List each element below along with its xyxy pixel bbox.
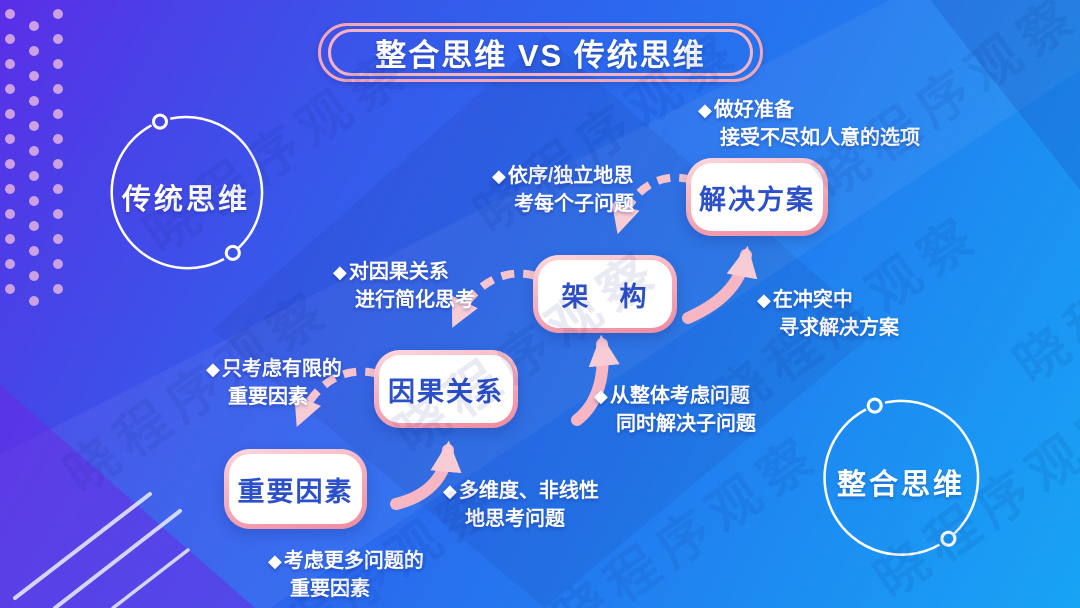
dot bbox=[29, 71, 39, 81]
dot bbox=[5, 284, 15, 294]
node-label: 因果关系 bbox=[388, 376, 504, 407]
dot bbox=[5, 34, 15, 44]
dot bbox=[29, 96, 39, 106]
dot bbox=[53, 259, 63, 269]
right-circle-outline bbox=[823, 397, 980, 556]
dot bbox=[53, 209, 63, 219]
dot bbox=[53, 159, 63, 169]
annotation-line2: 地思考问题 bbox=[465, 508, 565, 530]
dot bbox=[29, 121, 39, 131]
annotation-conflict-solution: ◆在冲突中 寻求解决方案 bbox=[757, 286, 899, 342]
dot bbox=[29, 221, 39, 231]
dot bbox=[53, 9, 63, 19]
annotation-line1: 做好准备 bbox=[713, 99, 794, 121]
dot bbox=[5, 109, 15, 119]
annotation-line1: 多维度、非线性 bbox=[458, 480, 599, 502]
node-causal-relations: 因果关系 bbox=[374, 350, 518, 428]
ring-icon bbox=[152, 113, 168, 130]
node-label: 架 构 bbox=[561, 281, 649, 312]
dot bbox=[29, 146, 39, 156]
dot bbox=[5, 209, 15, 219]
dot bbox=[5, 9, 15, 19]
dot bbox=[29, 271, 39, 281]
dot bbox=[5, 134, 15, 144]
annotation-line1: 只考虑有限的 bbox=[221, 358, 342, 380]
dot bbox=[53, 34, 63, 44]
annotation-line1: 对因果关系 bbox=[348, 261, 449, 283]
annotation-line2: 重要因素 bbox=[228, 386, 308, 408]
annotation-simplified-causal: ◆对因果关系 进行简化思考 bbox=[333, 258, 475, 314]
dot bbox=[29, 296, 39, 306]
dot bbox=[29, 196, 39, 206]
annotation-more-factors: ◆考虑更多问题的 重要因素 bbox=[268, 547, 424, 603]
ring-icon bbox=[224, 244, 241, 261]
left-circle-outline bbox=[110, 113, 264, 270]
annotation-line2: 考每个子问题 bbox=[514, 193, 634, 215]
solid-arrow-causal-to-structure bbox=[571, 334, 620, 426]
dot bbox=[5, 184, 15, 194]
title-pill: 整合思维 VS 传统思维 bbox=[318, 23, 763, 82]
dot bbox=[5, 59, 15, 69]
annotation-line2: 重要因素 bbox=[290, 578, 370, 600]
diamond-bullet-icon: ◆ bbox=[206, 359, 220, 379]
dot bbox=[53, 59, 63, 69]
annotation-line2: 寻求解决方案 bbox=[779, 317, 899, 339]
dot bbox=[5, 259, 15, 269]
node-label: 重要因素 bbox=[237, 476, 354, 507]
dot bbox=[29, 171, 39, 181]
diamond-bullet-icon: ◆ bbox=[268, 551, 282, 571]
dot bbox=[53, 109, 63, 119]
dashed-arrows bbox=[294, 173, 694, 427]
solid-arrow-structure-to-solution bbox=[682, 245, 758, 324]
dot bbox=[53, 234, 63, 244]
dot bbox=[29, 46, 39, 56]
annotation-line2: 同时解决子问题 bbox=[616, 413, 756, 435]
ring-icon bbox=[940, 530, 957, 547]
dot-grid-pattern bbox=[5, 9, 63, 306]
solid-arrow-factors-to-causal bbox=[390, 440, 462, 510]
dashed-arrow-causal-to-factors bbox=[294, 367, 380, 427]
dot bbox=[53, 184, 63, 194]
node-label: 解决方案 bbox=[699, 184, 815, 215]
node-structure: 架 构 bbox=[533, 255, 677, 333]
dashed-arrow-solution-to-structure bbox=[611, 173, 694, 235]
diamond-bullet-icon: ◆ bbox=[492, 166, 506, 186]
node-solution: 解决方案 bbox=[686, 158, 828, 236]
annotation-line1: 在冲突中 bbox=[772, 289, 853, 311]
diagonal-lines bbox=[13, 492, 190, 608]
annotation-sequential: ◆依序/独立地思 考每个子问题 bbox=[492, 162, 634, 218]
annotation-line2: 接受不尽如人意的选项 bbox=[720, 127, 920, 149]
solid-arrows bbox=[390, 245, 758, 510]
dot bbox=[53, 84, 63, 94]
dot bbox=[53, 134, 63, 144]
right-circle-label: 整合思维 bbox=[836, 469, 965, 501]
annotation-holistic: ◆从整体考虑问题 同时解决子问题 bbox=[594, 382, 756, 438]
annotation-line1: 依序/独立地思 bbox=[507, 165, 634, 187]
diamond-bullet-icon: ◆ bbox=[443, 481, 457, 501]
ring-icon bbox=[866, 397, 883, 414]
annotation-multidimensional: ◆多维度、非线性 地思考问题 bbox=[443, 477, 599, 533]
dot bbox=[5, 234, 15, 244]
page-title: 整合思维 VS 传统思维 bbox=[328, 29, 753, 76]
dot bbox=[5, 84, 15, 94]
annotation-prepare: ◆做好准备 接受不尽如人意的选项 bbox=[698, 96, 920, 152]
annotation-line1: 考虑更多问题的 bbox=[283, 550, 424, 572]
annotation-line1: 从整体考虑问题 bbox=[609, 385, 750, 407]
dot bbox=[29, 21, 39, 31]
dashed-arrow-structure-to-causal bbox=[451, 269, 538, 328]
dot bbox=[29, 246, 39, 256]
annotation-limited-factors: ◆只考虑有限的 重要因素 bbox=[206, 355, 342, 411]
node-important-factors: 重要因素 bbox=[224, 449, 367, 529]
diamond-bullet-icon: ◆ bbox=[333, 262, 347, 282]
diamond-bullet-icon: ◆ bbox=[757, 290, 771, 310]
left-circle-label: 传统思维 bbox=[121, 184, 250, 216]
diamond-bullet-icon: ◆ bbox=[594, 386, 608, 406]
diamond-bullet-icon: ◆ bbox=[698, 100, 712, 120]
annotation-line2: 进行简化思考 bbox=[355, 289, 475, 311]
dot bbox=[53, 284, 63, 294]
dot bbox=[5, 159, 15, 169]
